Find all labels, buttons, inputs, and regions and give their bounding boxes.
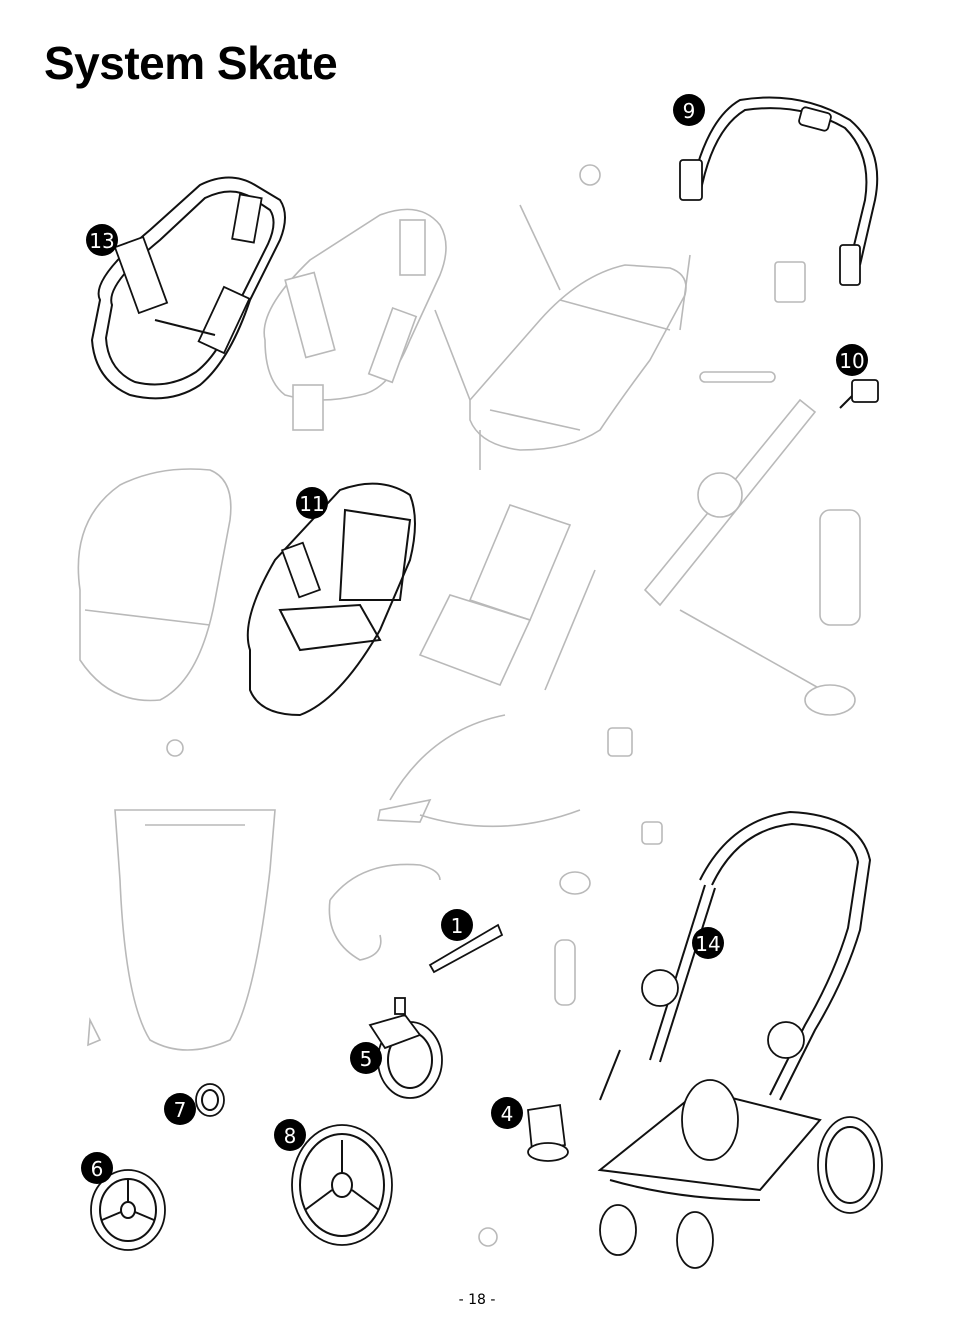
callout-9: 9 — [673, 94, 705, 126]
page-number: - 18 - — [0, 1292, 954, 1308]
callout-6: 6 — [81, 1152, 113, 1184]
callout-13: 13 — [86, 224, 118, 256]
connector-pin-part — [840, 380, 878, 408]
callout-7-label: 7 — [174, 1098, 187, 1122]
footboard-part — [88, 810, 275, 1050]
callout-13-label: 13 — [89, 229, 114, 253]
handlebar-part — [680, 98, 877, 286]
wheel-cap-part — [196, 1084, 224, 1116]
callout-14-label: 14 — [695, 932, 720, 956]
basket-base-part — [435, 165, 690, 470]
callout-8-label: 8 — [284, 1124, 297, 1148]
callout-11: 11 — [296, 487, 328, 519]
callout-10-label: 10 — [839, 349, 864, 373]
seat-part — [248, 484, 415, 715]
callout-11-label: 11 — [299, 492, 324, 516]
frame-arm-part — [645, 400, 860, 715]
big-wheel-part — [292, 1125, 392, 1245]
seat-panel-part — [420, 505, 595, 690]
stroller-frame-part — [600, 812, 882, 1268]
callout-14: 14 — [692, 927, 724, 959]
callout-4: 4 — [491, 1097, 523, 1129]
carrycot-frame-part — [92, 178, 285, 399]
cup-holder-part — [479, 1105, 568, 1246]
callout-1: 1 — [441, 909, 473, 941]
callout-6-label: 6 — [91, 1157, 104, 1181]
callout-4-label: 4 — [501, 1102, 514, 1126]
callout-7: 7 — [164, 1093, 196, 1125]
seat-unit-frame-part — [78, 469, 231, 701]
seat-frame-part — [264, 209, 446, 430]
swivel-wheel-part — [370, 998, 442, 1098]
callout-1-label: 1 — [451, 914, 464, 938]
callout-5-label: 5 — [360, 1047, 373, 1071]
callout-8: 8 — [274, 1119, 306, 1151]
frame-bracket-part — [700, 262, 805, 382]
callout-10: 10 — [836, 344, 868, 376]
callout-5: 5 — [350, 1042, 382, 1074]
callout-9-label: 9 — [683, 99, 696, 123]
